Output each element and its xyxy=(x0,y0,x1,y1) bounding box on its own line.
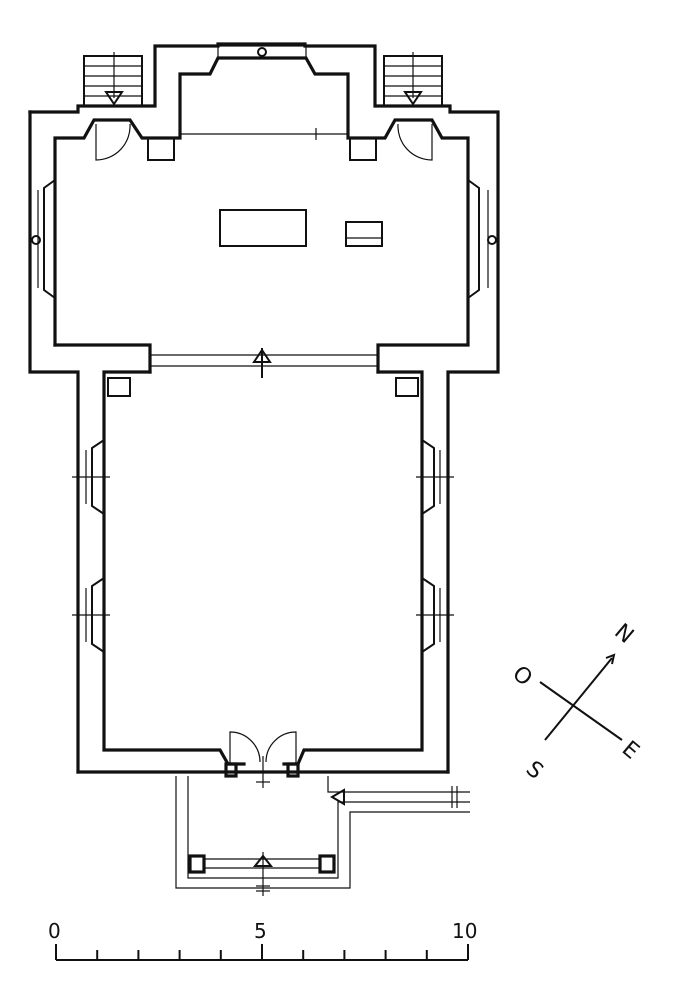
scale-bar-ticks xyxy=(55,944,469,960)
porch-pillar-left xyxy=(188,854,206,874)
nave-corner-block-left xyxy=(107,377,131,397)
apse-niche xyxy=(217,45,307,59)
altar-table xyxy=(219,209,307,247)
upper-hall xyxy=(28,42,500,774)
stair-left-arrow-icon xyxy=(104,91,124,106)
nave-corner-block-right xyxy=(395,377,419,397)
stair-right xyxy=(383,52,443,107)
upper-hall-west-inner xyxy=(53,343,152,374)
upper-east-window xyxy=(467,179,480,299)
compass-axis-ns xyxy=(544,657,613,741)
upper-west-window-marker xyxy=(31,235,41,245)
scale-label-10: 10 xyxy=(452,919,477,943)
scale-bar: 0 5 10 xyxy=(48,919,477,961)
stair-left xyxy=(83,52,143,107)
hall-opening xyxy=(150,348,378,378)
porch xyxy=(175,776,470,896)
lower-hall xyxy=(72,370,454,788)
compass-axis-eo xyxy=(539,681,623,741)
door-post-left xyxy=(224,762,238,778)
porch-outline-inner xyxy=(187,776,470,879)
porch-side-arrow-icon xyxy=(330,788,345,806)
apse-niche-marker xyxy=(257,47,267,57)
porch-outline-step xyxy=(327,776,470,793)
upper-hall-outer-wall xyxy=(28,42,500,774)
scale-label-5: 5 xyxy=(254,919,267,943)
compass-east-label: E xyxy=(617,736,644,764)
compass-rose: N E S O xyxy=(507,619,643,784)
upper-west-window xyxy=(43,179,56,299)
stair-left-frame xyxy=(83,55,143,107)
stair-right-arrow-icon xyxy=(403,91,423,106)
corner-block-left xyxy=(147,137,175,161)
compass-west-label: O xyxy=(507,661,536,691)
compass-north-label: N xyxy=(609,619,638,649)
upper-hall-inner-wall xyxy=(53,56,470,374)
upper-east-window-marker xyxy=(487,235,497,245)
door-swing-left xyxy=(95,123,131,161)
door-post-right xyxy=(286,762,300,778)
corner-block-right xyxy=(349,137,377,161)
scale-label-0: 0 xyxy=(48,919,61,943)
side-table xyxy=(345,221,383,247)
lower-inner-wall xyxy=(102,370,424,766)
upper-hall-west-outer xyxy=(28,110,80,774)
porch-outline-outer xyxy=(175,776,470,889)
main-door-leaf-right xyxy=(265,731,297,764)
compass-north-arrow-icon xyxy=(605,653,616,665)
main-door-leaf-left xyxy=(229,731,261,764)
compass-south-label: S xyxy=(521,756,548,784)
door-swing-right xyxy=(397,123,433,161)
porch-pillar-right xyxy=(318,854,336,874)
